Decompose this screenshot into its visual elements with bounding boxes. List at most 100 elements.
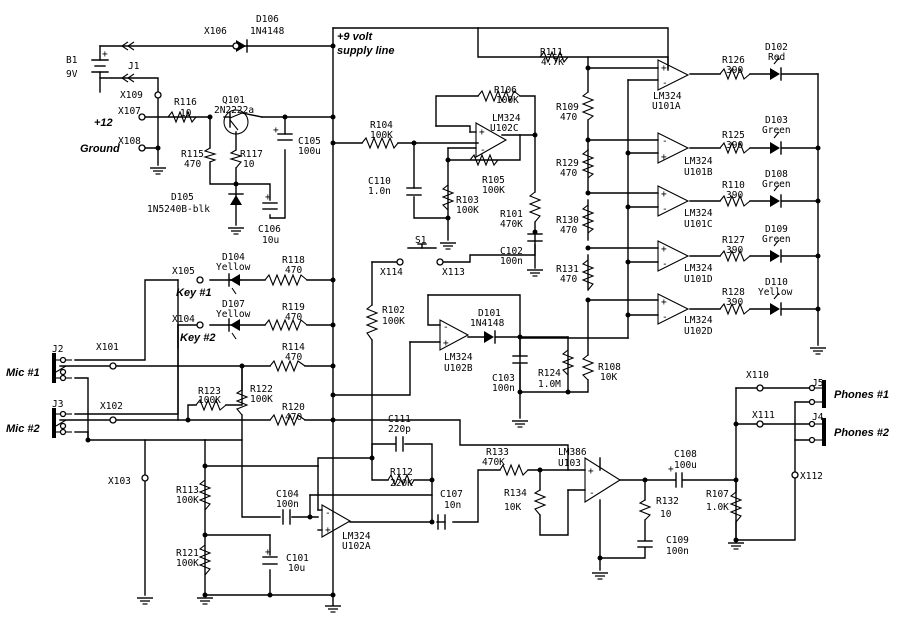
capacitor-c105: +: [273, 125, 293, 141]
capacitor-c104: [282, 509, 291, 525]
lbl-d106: D106: [256, 14, 279, 25]
lbl-r103: R103: [456, 195, 479, 206]
resistor-r120: [269, 413, 306, 427]
led-d109: [770, 239, 782, 263]
lbl-r102v: 100K: [382, 316, 405, 327]
lbl-c109: C109: [666, 535, 689, 546]
key2-label: Key #2: [180, 332, 215, 344]
svg-text:+: +: [443, 338, 449, 349]
lbl-r120: R120: [282, 402, 305, 413]
resistor-r102: [365, 304, 379, 341]
lbl-c102v: 100n: [500, 256, 523, 267]
lbl-r124v: 1.0M: [538, 379, 561, 390]
lbl-x105: X105: [172, 266, 195, 277]
led-d104: [228, 273, 240, 295]
resistor-r115: [203, 147, 217, 163]
led-d102: [770, 57, 782, 81]
junctions: [85, 43, 821, 598]
lbl-b1v: 9V: [66, 69, 78, 80]
capacitor-c110: [406, 187, 422, 196]
opamp-u102a: -+: [321, 504, 352, 538]
transistor-q101: [223, 109, 263, 135]
svg-text:+: +: [273, 125, 279, 136]
svg-text:+: +: [668, 464, 674, 475]
lbl-u101cv: U101C: [684, 219, 713, 230]
lbl-c104v: 100n: [276, 499, 299, 510]
lbl-r110: R110: [722, 180, 745, 191]
diode-d101: [484, 330, 496, 344]
lbl-r117: R117: [240, 149, 263, 160]
resistor-r126: [719, 67, 751, 81]
lbl-c111v: 220p: [388, 424, 411, 435]
key1-label: Key #1: [176, 287, 211, 299]
svg-text:-: -: [589, 488, 595, 499]
lbl-r116: R116: [174, 97, 197, 108]
opamp-u102b: -+: [439, 319, 470, 351]
lbl-r128: R128: [722, 287, 745, 298]
resistor-r130: [581, 204, 595, 234]
lbl-u101av: U101A: [652, 101, 681, 112]
svg-text:-: -: [662, 312, 668, 323]
resistor-r103: [441, 184, 455, 211]
resistor-r112: [387, 473, 415, 487]
diode-d105: [228, 193, 244, 205]
diodes: [228, 39, 782, 344]
lbl-j1: J1: [128, 61, 140, 72]
lbl-x109: X109: [120, 90, 143, 101]
lbl-r131: R131: [556, 264, 579, 275]
lbl-j4: J4: [812, 412, 824, 423]
svg-text:+: +: [265, 547, 271, 558]
lbl-r129v: 470: [560, 168, 577, 179]
resistor-r128: [719, 302, 751, 316]
resistor-r110: [719, 194, 751, 208]
lbl-r122v: 100K: [250, 394, 273, 405]
opamp-u102d: +-: [657, 293, 690, 325]
lbl-r110v: 390: [726, 190, 743, 201]
capacitor-c109: [637, 540, 653, 548]
lbl-r125v: 390: [726, 140, 743, 151]
lbl-d110v: Yellow: [758, 287, 793, 298]
lbl-c102: C102: [500, 246, 523, 257]
component-labels: X106 D106 1N4148 B1 9V J1 X109 X107 R116…: [52, 14, 824, 574]
lbl-r128v: 390: [726, 297, 743, 308]
lbl-r106: R106: [494, 85, 517, 96]
lbl-x104: X104: [172, 314, 195, 325]
lbl-x112: X112: [800, 471, 823, 482]
svg-text:+: +: [661, 297, 667, 308]
resistor-r134: [533, 489, 547, 516]
lbl-r108: R108: [598, 362, 621, 373]
lbl-r104v: 100K: [370, 130, 393, 141]
svg-text:+: +: [661, 244, 667, 255]
diode-d106: [236, 39, 248, 53]
capacitor-c108: +: [668, 464, 683, 488]
supply-label: +9 volt supply line: [337, 31, 394, 57]
lbl-r123v: 100K: [198, 395, 221, 406]
lbl-u102bv: U102B: [444, 363, 473, 374]
lbl-r134v: 10K: [504, 502, 521, 513]
lbl-u102av: U102A: [342, 541, 371, 552]
resistor-r101: [528, 191, 542, 223]
lbl-q101v: 2N2222a: [214, 105, 254, 116]
capacitors: + + + +: [262, 125, 683, 565]
lbl-d102: D102: [765, 42, 788, 53]
lbl-r123: R123: [198, 386, 221, 397]
lbl-r119v: 470: [285, 312, 302, 323]
lbl-r105v: 100K: [482, 185, 505, 196]
lbl-r107: R107: [706, 489, 729, 500]
lbl-r126: R126: [722, 55, 745, 66]
lbl-u101c: LM324: [684, 208, 713, 219]
lbl-r120v: 470: [285, 412, 302, 423]
lbl-d103v: Green: [762, 125, 791, 136]
lbl-r133v: 470K: [482, 457, 505, 468]
lbl-c101v: 10u: [288, 563, 305, 574]
lbl-j3: J3: [52, 399, 63, 410]
lbl-u102c: LM324: [492, 113, 521, 124]
lbl-r130: R130: [556, 215, 579, 226]
lbl-r108v: 10K: [600, 372, 617, 383]
lbl-r134: R134: [504, 488, 527, 499]
phones2-label: Phones #2: [834, 427, 889, 439]
svg-text:+: +: [102, 49, 108, 60]
lbl-r127: R127: [722, 235, 745, 246]
lbl-c105: C105: [298, 136, 321, 147]
